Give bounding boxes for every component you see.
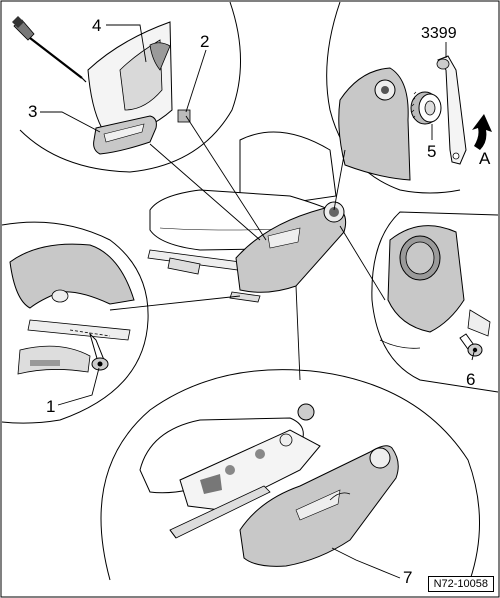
seat-overview	[147, 131, 347, 303]
knob-part	[410, 91, 442, 125]
detail-bolt-1	[1, 221, 149, 430]
detail-knob-tool	[326, 1, 498, 200]
callout-label: 2	[200, 32, 209, 51]
detail-frame-panel	[100, 369, 480, 581]
tool-number-label: 3399	[421, 25, 457, 42]
bolt-part	[88, 332, 109, 371]
callout-label: 4	[92, 16, 101, 35]
bolt-part	[459, 333, 483, 357]
detail-bolt-6	[371, 211, 499, 393]
arrow-label: A	[479, 149, 491, 168]
tool-3399-icon	[436, 55, 467, 165]
leader-lines	[40, 24, 475, 579]
figure-reference: N72-10058	[427, 576, 494, 592]
callout-label: 7	[403, 568, 412, 587]
callout-label: 6	[466, 370, 475, 389]
side-panel-part	[239, 445, 399, 567]
detail-trim-panel	[2, 1, 242, 173]
callout-label: 1	[46, 397, 55, 416]
clip-part	[177, 109, 191, 123]
callout-label: 5	[427, 142, 436, 161]
screwdriver-icon	[12, 16, 87, 83]
callout-label: 3	[28, 102, 37, 121]
direction-arrow-icon	[472, 114, 492, 150]
